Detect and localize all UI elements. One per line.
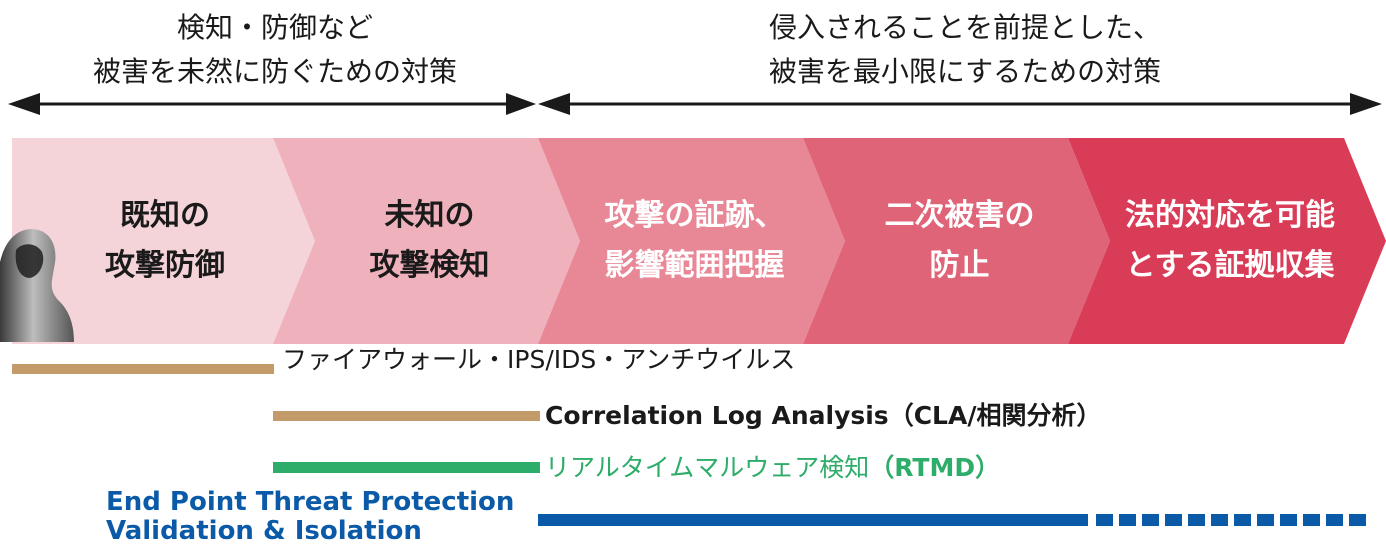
endpoint-dash-12 — [1349, 514, 1366, 526]
tool-label-rtmd: リアルタイムマルウェア検知（RTMD） — [545, 453, 1000, 483]
endpoint-dash-1 — [1096, 514, 1113, 526]
stage-evidence-collection: 法的対応を可能 とする証拠収集 — [1092, 138, 1368, 344]
stage-shape-1 — [12, 138, 315, 344]
header-mitigation: 侵入されることを前提とした、 被害を最小限にするための対策 — [560, 6, 1370, 94]
tool-label-firewall: ファイアウォール・IPS/IDS・アンチウイルス — [282, 345, 796, 374]
stage-impact-scope: 攻撃の証跡、 影響範囲把握 — [562, 138, 827, 344]
endpoint-label-line-1: End Point Threat Protection — [106, 487, 515, 517]
tool-bar-endpoint — [538, 514, 1088, 526]
header-mitigation-line-1: 侵入されることを前提とした、 — [768, 11, 1161, 44]
endpoint-dash-9 — [1280, 514, 1297, 526]
header-mitigation-line-2: 被害を最小限にするための対策 — [768, 55, 1162, 88]
endpoint-label: End Point Threat Protection Validation &… — [106, 488, 514, 546]
tool-bar-endpoint-dashed — [1096, 514, 1366, 526]
stage-2-line-2: 攻撃検知 — [369, 248, 490, 283]
tool-label-rtmd-text: リアルタイムマルウェア検知 — [545, 453, 870, 482]
stage-known-attack-defense: 既知の 攻撃防御 — [30, 138, 300, 344]
stage-shape-2 — [273, 138, 580, 344]
stage-unknown-attack-detection: 未知の 攻撃検知 — [297, 138, 562, 344]
tool-label-rtmd-abbr: （RTMD） — [869, 453, 1001, 482]
stage-5-line-2: とする証拠収集 — [1125, 248, 1335, 283]
hooded-attacker-icon — [0, 229, 74, 342]
endpoint-dash-7 — [1234, 514, 1251, 526]
stage-4-line-1: 二次被害の — [884, 198, 1035, 233]
stage-5-line-1: 法的対応を可能 — [1125, 198, 1335, 233]
header-preventive-line-2: 被害を未然に防ぐための対策 — [92, 55, 457, 88]
endpoint-dash-8 — [1257, 514, 1274, 526]
scope-arrow-mitigation — [538, 93, 1382, 115]
endpoint-dash-3 — [1142, 514, 1159, 526]
endpoint-dash-5 — [1188, 514, 1205, 526]
stage-shape-4 — [803, 138, 1110, 344]
header-preventive: 検知・防御など 被害を未然に防ぐための対策 — [20, 6, 530, 94]
scope-arrow-preventive — [8, 93, 536, 115]
stage-4-line-2: 防止 — [929, 248, 990, 283]
stage-2-line-1: 未知の — [384, 198, 475, 233]
stage-shape-5 — [1068, 138, 1386, 344]
endpoint-dash-10 — [1303, 514, 1320, 526]
header-preventive-line-1: 検知・防御など — [176, 11, 373, 44]
stage-1-line-2: 攻撃防御 — [105, 248, 225, 283]
stage-secondary-damage-prevention: 二次被害の 防止 — [827, 138, 1092, 344]
tool-label-cla: Correlation Log Analysis（CLA/相関分析） — [545, 401, 1102, 430]
endpoint-dash-11 — [1326, 514, 1343, 526]
endpoint-dash-6 — [1211, 514, 1228, 526]
endpoint-label-line-2: Validation & Isolation — [106, 516, 422, 546]
tool-bar-rtmd — [273, 462, 540, 473]
stage-3-line-2: 影響範囲把握 — [604, 248, 785, 283]
tool-bar-firewall — [12, 364, 274, 374]
endpoint-dash-2 — [1119, 514, 1136, 526]
tool-bar-cla — [273, 411, 540, 421]
stage-shape-3 — [538, 138, 845, 344]
stage-3-line-1: 攻撃の証跡、 — [604, 198, 785, 233]
stage-1-line-1: 既知の — [120, 198, 210, 233]
endpoint-dash-4 — [1165, 514, 1182, 526]
